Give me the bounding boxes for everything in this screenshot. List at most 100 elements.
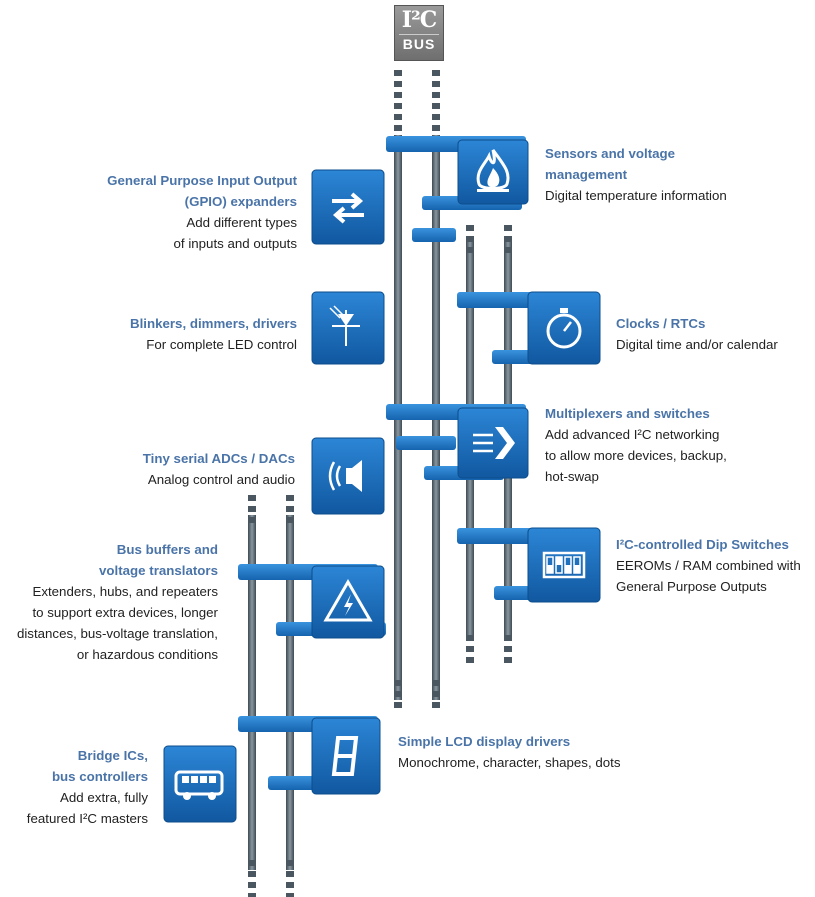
lcd-label: Simple LCD display drivers Monochrome, c… [398, 731, 620, 773]
bus-rail-dash [432, 125, 440, 131]
module-body [163, 745, 237, 823]
bus-rail-dash [466, 657, 474, 663]
dip-label: I²C-controlled Dip Switches EEROMs / RAM… [616, 534, 801, 597]
bus-rail-dash [504, 236, 512, 242]
bus-rail-dash [286, 860, 294, 866]
rtc-desc: Digital time and/or calendar [616, 337, 778, 352]
bus-rail-dash [286, 495, 294, 501]
rtc-title: Clocks / RTCs [616, 316, 706, 331]
bus-rail-dash [504, 657, 512, 663]
module-block [311, 291, 385, 365]
bus-rail-dash [432, 114, 440, 120]
bus-rail-dash [504, 247, 512, 253]
module-block [311, 565, 385, 639]
bridge-desc: Add extra, fully featured I²C masters [26, 790, 148, 826]
bus-rail-dash [466, 225, 474, 231]
bus-rail-dash [466, 646, 474, 652]
bus-rail-dash [394, 691, 402, 697]
adc-label: Tiny serial ADCs / DACs Analog control a… [143, 448, 295, 490]
bus-rail-dash [286, 506, 294, 512]
bus-rail-dash [432, 680, 440, 686]
bus-rail-dash [394, 114, 402, 120]
module-block [527, 527, 601, 603]
arrows-icon [332, 192, 364, 224]
mux-desc: Add advanced I²C networking to allow mor… [545, 427, 727, 484]
bus-rail-dash [394, 103, 402, 109]
bus-rail-dash [394, 680, 402, 686]
led-title: Blinkers, dimmers, drivers [129, 316, 297, 331]
bus-rail-dash [394, 70, 402, 76]
module-block [163, 745, 237, 823]
logo-label: BUS [399, 34, 439, 53]
module-block [457, 407, 529, 479]
gpio-desc: Add different types of inputs and output… [173, 215, 297, 251]
bridge-label: Bridge ICs, bus controllers Add extra, f… [27, 745, 148, 829]
bus-rail-dash [432, 103, 440, 109]
bus-rail-dash [466, 635, 474, 641]
bus-rail-segment [286, 515, 294, 870]
bus-rail-dash [286, 517, 294, 523]
bus-rail-dash [394, 702, 402, 708]
stopwatch-icon [546, 308, 582, 349]
module-body [527, 527, 601, 603]
module-block [311, 437, 385, 515]
connector-bar [412, 228, 456, 242]
buffers-label: Bus buffers and voltage translators Exte… [17, 539, 218, 665]
dip-title: I²C-controlled Dip Switches [616, 537, 789, 552]
gpio-label: General Purpose Input Output (GPIO) expa… [107, 170, 297, 254]
lcd-title: Simple LCD display drivers [398, 734, 571, 749]
module-body [311, 169, 385, 245]
connector-bar [396, 436, 456, 450]
bus-rail-dash [432, 92, 440, 98]
bus-rail-dash [248, 871, 256, 877]
flame-icon [476, 149, 510, 192]
bus-rail-dash [432, 70, 440, 76]
bus-rail-dash [432, 691, 440, 697]
bus-rail-dash [504, 646, 512, 652]
module-block [527, 291, 601, 365]
speaker-icon [328, 460, 362, 492]
bus-icon [174, 770, 224, 800]
led-label: Blinkers, dimmers, drivers For complete … [130, 313, 297, 355]
bus-rail-dash [286, 893, 294, 897]
led-desc: For complete LED control [146, 337, 297, 352]
seven-segment-icon [331, 736, 359, 776]
bus-rail-segment [248, 515, 256, 870]
i2c-bus-logo: I²C BUS [394, 5, 444, 61]
logo-mark: I²C [401, 7, 437, 33]
bus-rail-dash [286, 871, 294, 877]
sensors-label: Sensors and voltage management Digital t… [545, 143, 727, 206]
bus-rail-dash [394, 92, 402, 98]
rtc-label: Clocks / RTCs Digital time and/or calend… [616, 313, 778, 355]
bus-rail-dash [504, 635, 512, 641]
module-block [457, 139, 529, 205]
sensors-title: Sensors and voltage management [545, 146, 676, 182]
bus-rail-dash [248, 893, 256, 897]
adc-desc: Analog control and audio [147, 472, 295, 487]
mux-label: Multiplexers and switches Add advanced I… [545, 403, 727, 487]
mux-title: Multiplexers and switches [545, 406, 710, 421]
bus-rail-dash [248, 506, 256, 512]
bus-rail-dash [432, 702, 440, 708]
bus-rail-dash [286, 882, 294, 888]
dip-desc: EEROMs / RAM combined with General Purpo… [616, 558, 801, 594]
module-blocks [163, 136, 601, 823]
module-block [311, 717, 381, 795]
bus-rail-dash [432, 81, 440, 87]
bus-rail-dash [394, 81, 402, 87]
led-diode-icon [329, 305, 360, 346]
bus-rail-dash [248, 882, 256, 888]
bus-rail-dash [248, 517, 256, 523]
bus-rail-dash [466, 236, 474, 242]
bus-rail-dash [248, 495, 256, 501]
module-body [527, 291, 601, 365]
gpio-title: General Purpose Input Output (GPIO) expa… [107, 173, 297, 209]
bus-rail-dash [466, 247, 474, 253]
module-block [311, 169, 385, 245]
adc-title: Tiny serial ADCs / DACs [142, 451, 295, 466]
bus-rail-dash [504, 225, 512, 231]
buffers-title: Bus buffers and voltage translators [99, 542, 218, 578]
warning-bolt-icon [323, 579, 373, 622]
